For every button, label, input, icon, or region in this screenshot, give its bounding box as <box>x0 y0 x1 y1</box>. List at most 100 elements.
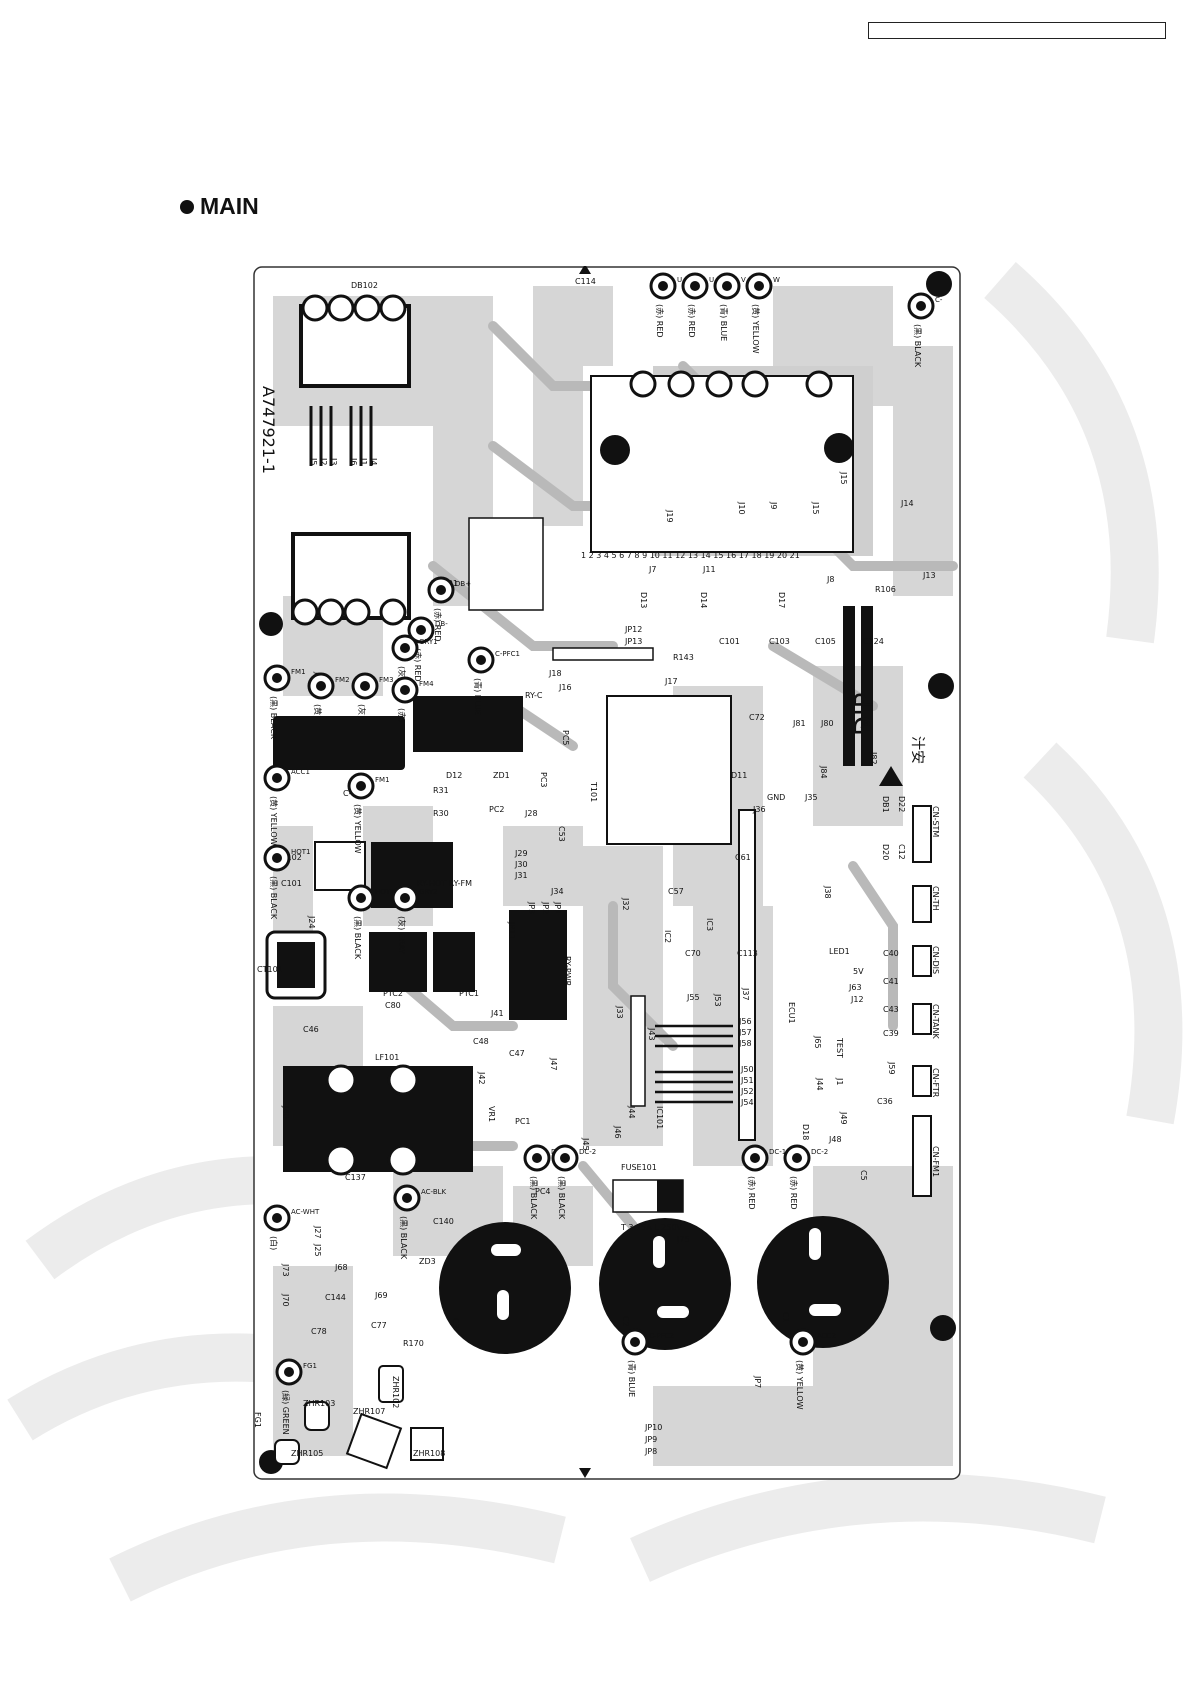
component-label: C101 <box>719 637 740 646</box>
terminal-wire-color: (黒) BLACK <box>913 324 922 368</box>
terminal-wire-color: (灰) <box>357 704 367 718</box>
component-label: C72 <box>749 713 765 722</box>
component-label: C114 <box>575 277 596 286</box>
right-connectors <box>912 805 932 1197</box>
component-label: C46 <box>303 1025 319 1034</box>
terminal-hole <box>272 673 282 683</box>
jumper-group-j1-j6 <box>309 406 373 466</box>
terminal-hole <box>798 1337 808 1347</box>
dip-arrow-icon <box>879 766 903 786</box>
terminal-wire-color: (黒) BLACK <box>353 916 362 960</box>
component-label: J65 <box>813 1035 822 1049</box>
watermark-arc <box>630 1473 1106 1582</box>
component-label: J48 <box>828 1135 842 1144</box>
component-label: J68 <box>334 1263 348 1272</box>
component-label: IC101 <box>655 1106 664 1129</box>
component-label: D11 <box>731 771 747 780</box>
component-label: ZHR105 <box>291 1449 323 1458</box>
component-label: J30 <box>514 860 528 869</box>
terminal: HOT2 (黒) BLACK <box>347 884 395 960</box>
component-label: D13 <box>639 592 648 608</box>
terminal: GRY1(灰) <box>391 634 438 680</box>
component-label: JP11 <box>507 921 516 939</box>
section-title: MAIN <box>180 193 259 220</box>
component-label: C5 <box>859 1170 868 1181</box>
component-label: CN-FTR <box>931 1068 940 1098</box>
component-label: TEST <box>835 1037 844 1058</box>
ptc1 <box>433 932 475 992</box>
terminal-hole <box>792 1153 802 1163</box>
relay-pwr <box>509 910 567 1020</box>
terminal-hole <box>658 281 668 291</box>
component-label: J36 <box>752 805 766 814</box>
terminal: FM1(黒) BLACK <box>263 664 306 740</box>
terminal-hole <box>284 1367 294 1377</box>
ic101 <box>630 995 646 1107</box>
terminal-name: DC-1 <box>769 1148 786 1156</box>
terminal-wire-color: (緑) GREEN <box>281 1390 291 1435</box>
component-label: J42 <box>477 1071 486 1085</box>
terminal-name: HOT2 <box>375 888 395 896</box>
terminal-hole <box>560 1153 570 1163</box>
terminal: V(青) BLUE <box>713 272 746 341</box>
ipm-module <box>590 375 854 553</box>
pcb-board: DB102C114DB101RY-CC-FMGNDJ35J36R31R30PC2… <box>253 266 961 1480</box>
relay-c <box>413 696 523 752</box>
component-label: J53 <box>713 993 722 1007</box>
component-label: C39 <box>883 1029 899 1038</box>
component-label: C70 <box>685 949 701 958</box>
terminal: FM3(灰) <box>351 672 394 718</box>
component-label: J81 <box>792 719 806 728</box>
component-label: J9 <box>769 501 778 509</box>
component-label: JP13 <box>624 637 642 646</box>
component-label: J13 <box>922 571 936 580</box>
terminal-hole <box>750 1153 760 1163</box>
component-label: C78 <box>311 1327 327 1336</box>
component-label: PC2 <box>489 805 505 814</box>
dip-bar-left <box>843 606 855 766</box>
component-label: D14 <box>699 592 708 608</box>
ipm-terminals <box>629 370 833 398</box>
component-label: J25 <box>313 1243 322 1257</box>
terminal-wire-color: (青) BLUE <box>473 678 483 715</box>
component-label: C102 <box>281 853 302 862</box>
component-label: J11 <box>702 565 716 574</box>
component-label: 1 2 3 4 5 6 7 8 9 10 11 12 13 14 15 16 1… <box>581 551 800 560</box>
terminal-hole <box>316 681 326 691</box>
terminal-name: FM1 <box>375 776 390 784</box>
component-label: ZHR108 <box>413 1449 445 1458</box>
component-label: PC5 <box>561 730 570 746</box>
component-label: J51 <box>740 1076 754 1085</box>
ecu1-connector <box>738 809 756 1141</box>
component-label: J31 <box>514 871 528 880</box>
component-label: CN-TH <box>931 886 940 911</box>
component-label: J63 <box>848 983 862 992</box>
component-label: C36 <box>877 1097 893 1106</box>
terminal-wire-color: (赤) RED <box>789 1176 798 1210</box>
component-label: C113 <box>737 949 758 958</box>
component-label: C77 <box>371 1321 387 1330</box>
terminal: ACC1(黄) YELLOW <box>263 764 310 846</box>
capacitor-c2 <box>599 1218 731 1350</box>
terminal-hole <box>532 1153 542 1163</box>
terminal-wire-color: (黄) YELLOW <box>269 796 279 846</box>
terminal: DC-1(赤) RED <box>741 1144 786 1210</box>
component-label: C47 <box>509 1049 525 1058</box>
header-box <box>868 22 1166 39</box>
jumper-group-j50-j58 <box>655 1024 733 1104</box>
component-label: J38 <box>823 885 832 899</box>
component-label: J56 <box>738 1017 752 1026</box>
component-label: J83 <box>860 719 874 728</box>
capacitor-c1 <box>757 1216 889 1348</box>
component-label: J8 <box>826 575 834 584</box>
capacitor-c-fm <box>273 716 405 770</box>
component-label: ZHR102 <box>391 1376 400 1408</box>
component-label: C61 <box>735 853 751 862</box>
component-label: J37 <box>741 987 750 1001</box>
component-label: IC3 <box>705 918 714 931</box>
terminal-wire-color: (青) BLUE <box>719 304 729 341</box>
terminal-name: GRY1 <box>419 638 438 646</box>
terminal-name: DB- <box>435 620 448 628</box>
db101-pins <box>291 598 407 626</box>
